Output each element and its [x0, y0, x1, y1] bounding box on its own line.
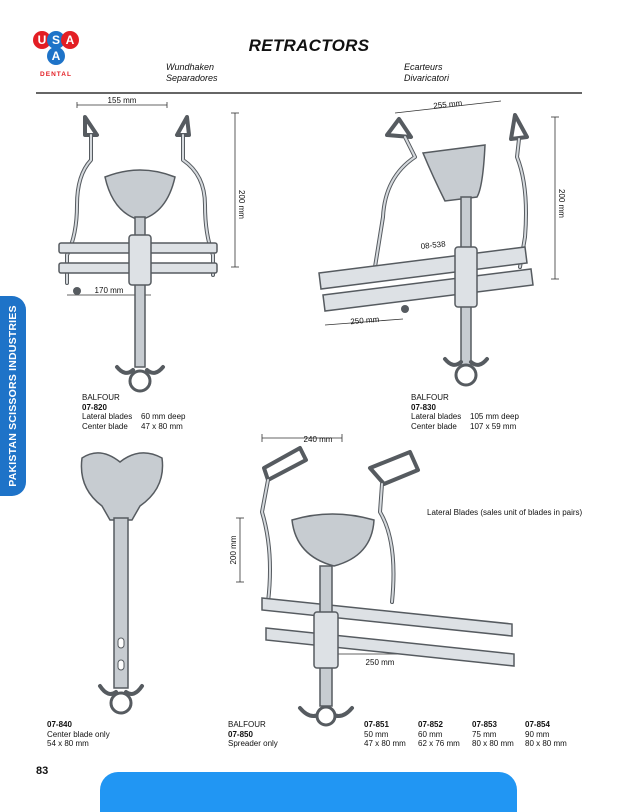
spec-value-820-a: 60 mm deep	[141, 412, 186, 421]
spec-value-830-b: 107 x 59 mm	[470, 421, 517, 431]
blade-size: 62 x 76 mm	[418, 739, 460, 748]
blade-depth: 60 mm	[418, 729, 443, 739]
product-code-840: 07-840	[47, 720, 72, 729]
dim-height-820: 200 mm	[237, 190, 246, 219]
dim-width-850: 240 mm	[304, 435, 333, 444]
blade-depth: 75 mm	[472, 729, 497, 739]
svg-text:DENTAL: DENTAL	[40, 71, 72, 78]
subtitle-german: Wundhaken	[166, 62, 215, 72]
spec-label-820-a: Lateral blades	[82, 412, 133, 421]
spec-label-820-b: Center blade	[82, 421, 128, 431]
caption-07-830: BALFOUR 07-830 Lateral blades 105 mm deep…	[411, 393, 519, 431]
caption-07-840: 07-840 Center blade only 54 x 80 mm	[47, 720, 110, 749]
blade-size: 80 x 80 mm	[525, 739, 567, 748]
spreader-07-850-image: 240 mm 200 mm 250 mm	[229, 434, 515, 727]
retractor-07-830-image: 255 mm 200 mm 250 mm 08-538	[318, 98, 566, 387]
page-title: RETRACTORS	[248, 36, 370, 55]
dim-width-820: 155 mm	[108, 96, 137, 105]
svg-text:A: A	[52, 49, 61, 63]
dim-height-830: 200 mm	[557, 189, 566, 218]
header-divider	[36, 92, 582, 94]
ref-code-830: 08-538	[420, 239, 446, 251]
blade-depth: 50 mm	[364, 729, 389, 739]
product-code-850: 07-850	[228, 729, 253, 739]
dim-width-830: 255 mm	[433, 98, 463, 110]
spec-value-830-a: 105 mm deep	[470, 412, 519, 421]
page-number: 83	[36, 765, 49, 777]
blade-size: 47 x 80 mm	[364, 739, 406, 748]
spec-label-830-b: Center blade	[411, 421, 457, 431]
subtitle-spanish: Separadores	[166, 73, 218, 83]
blade-code: 07-853	[472, 720, 497, 729]
center-blade-07-840-image	[80, 452, 164, 715]
dim-bar-850: 250 mm	[366, 658, 395, 667]
svg-text:S: S	[52, 33, 60, 47]
desc-850: Spreader only	[228, 739, 278, 748]
lateral-blades-note: Lateral Blades (sales unit of blades in …	[427, 508, 583, 517]
blade-depth: 90 mm	[525, 729, 550, 739]
subtitle-italian: Divaricatori	[404, 73, 450, 83]
footer-bar	[100, 772, 517, 812]
usa-dental-logo: U S A A DENTAL	[33, 31, 79, 78]
product-code-830: 07-830	[411, 402, 436, 412]
blade-size-col: 07-854 90 mm 80 x 80 mm	[525, 720, 581, 749]
blade-size-col: 07-852 60 mm 62 x 76 mm	[418, 720, 474, 749]
dim-height-850: 200 mm	[229, 535, 238, 564]
product-name-820: BALFOUR	[82, 393, 120, 402]
retractor-07-820-image: 155 mm 200 mm 170 mm	[58, 96, 246, 393]
dim-bar-830: 250 mm	[350, 315, 380, 327]
svg-text:A: A	[66, 33, 75, 47]
spec-value-820-b: 47 x 80 mm	[141, 421, 183, 431]
blade-size-col: 07-853 75 mm 80 x 80 mm	[472, 720, 528, 749]
blade-code: 07-852	[418, 720, 443, 729]
spec-label-830-a: Lateral blades	[411, 412, 462, 421]
blade-code: 07-854	[525, 720, 550, 729]
blade-size-col: 07-851 50 mm 47 x 80 mm	[364, 720, 420, 749]
product-code-820: 07-820	[82, 402, 107, 412]
product-name-850: BALFOUR	[228, 720, 266, 729]
desc-840-b: 54 x 80 mm	[47, 739, 89, 748]
caption-07-850: BALFOUR 07-850 Spreader only	[228, 720, 278, 749]
product-name-830: BALFOUR	[411, 393, 449, 402]
desc-840-a: Center blade only	[47, 729, 110, 739]
svg-text:U: U	[38, 33, 47, 47]
blade-code: 07-851	[364, 720, 389, 729]
side-tab-label: PAKISTAN SCISSORS INDUSTRIES	[7, 305, 19, 487]
side-tab: PAKISTAN SCISSORS INDUSTRIES	[0, 296, 26, 496]
dim-bar-820: 170 mm	[95, 286, 124, 295]
subtitle-french: Ecarteurs	[404, 62, 443, 72]
blade-size: 80 x 80 mm	[472, 739, 514, 748]
